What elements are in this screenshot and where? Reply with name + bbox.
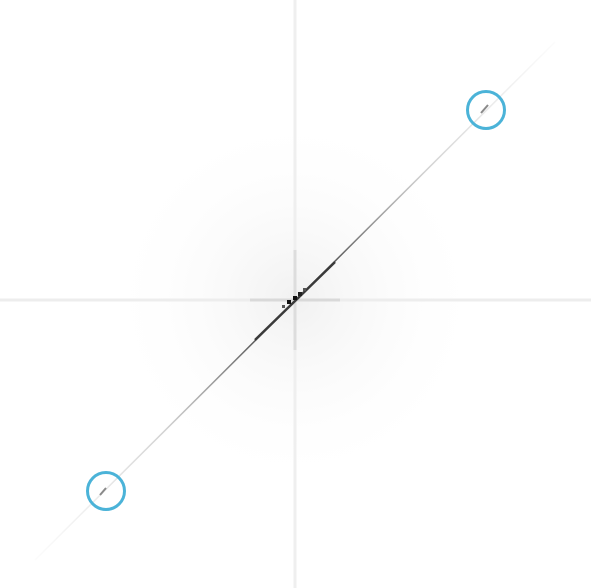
diagonal-line-core <box>254 261 336 341</box>
center-peak <box>282 288 306 308</box>
upper-right-peak <box>480 104 489 114</box>
lower-left-peak <box>99 487 107 496</box>
peak-marker-upper-right <box>466 90 506 130</box>
peak-marker-lower-left <box>86 471 126 511</box>
